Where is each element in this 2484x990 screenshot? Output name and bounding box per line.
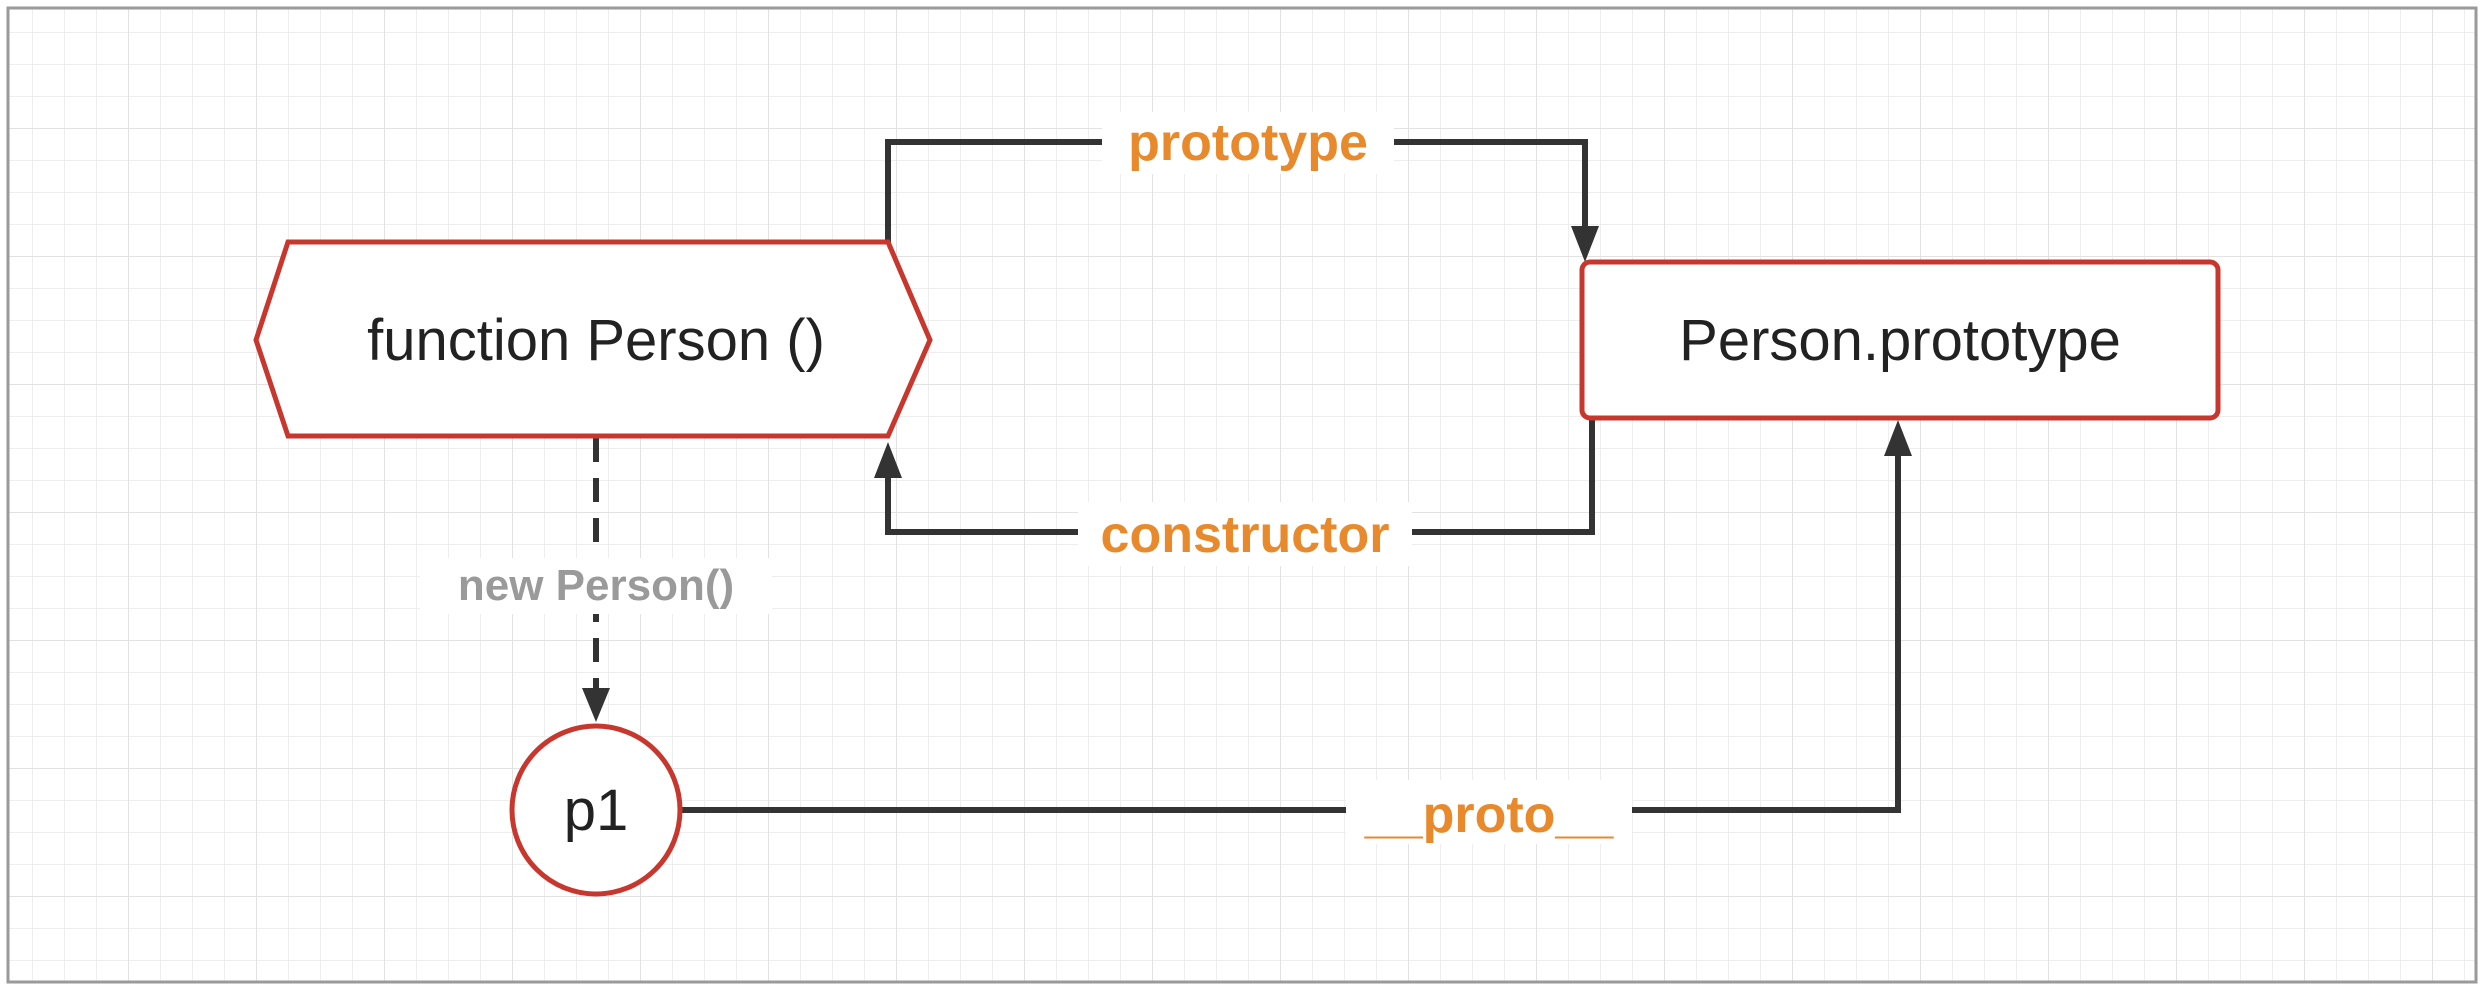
function-person-label: function Person () <box>367 308 825 373</box>
new-person-edge-label: new Person() <box>458 561 734 610</box>
proto-edge <box>682 456 1901 813</box>
constructor-arrowhead <box>874 442 902 478</box>
proto-label-bg <box>1346 780 1632 844</box>
proto-arrowhead <box>1884 420 1912 456</box>
proto-edge-label: __proto__ <box>1364 786 1615 844</box>
diagram-frame <box>6 6 2478 984</box>
p1-node[interactable] <box>509 723 683 897</box>
person-prototype-label: Person.prototype <box>1679 308 2121 373</box>
p1-label: p1 <box>564 778 629 843</box>
new-person-arrowhead <box>582 688 610 722</box>
prototype-label-bg <box>1102 112 1394 174</box>
function-person-node[interactable] <box>253 239 933 439</box>
prototype-arrowhead <box>1571 226 1599 262</box>
constructor-label-bg <box>1078 502 1412 566</box>
prototype-edge-label: prototype <box>1128 114 1368 172</box>
constructor-edge-label: constructor <box>1101 506 1390 564</box>
new-person-label-bg <box>420 558 772 614</box>
person-prototype-node[interactable] <box>1579 259 2221 421</box>
